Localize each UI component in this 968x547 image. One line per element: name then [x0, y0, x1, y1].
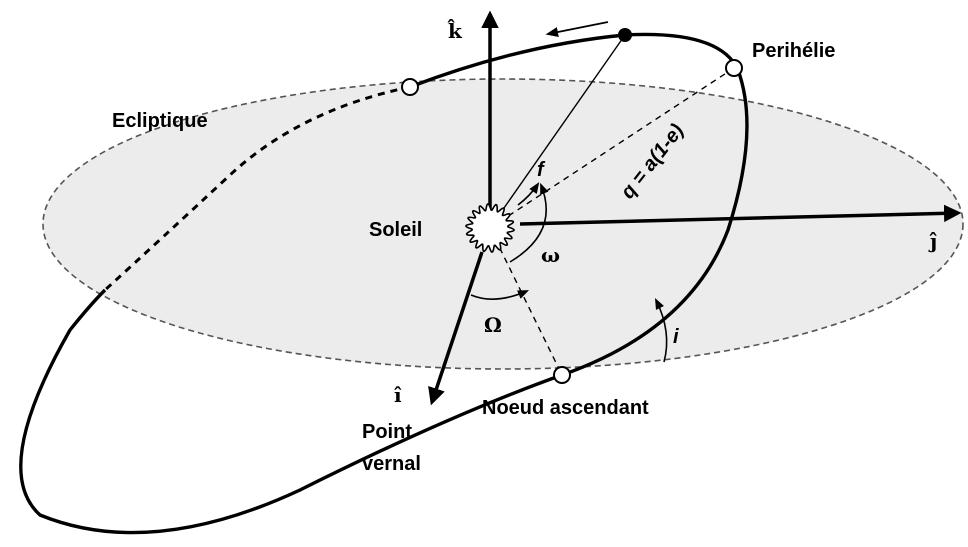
vernal-point-label-line2: vernal	[362, 453, 421, 475]
ascending-node-marker	[553, 366, 571, 384]
j-axis-arrow	[519, 204, 962, 226]
inclination-label: i	[673, 326, 679, 348]
inclination-arc	[654, 297, 668, 363]
line-of-nodes	[489, 227, 563, 376]
perihelion-distance-line	[489, 67, 735, 229]
sun-icon	[465, 203, 515, 253]
descending-node-marker	[401, 78, 419, 96]
sun-label: Soleil	[369, 219, 422, 241]
ascending-node-label: Noeud ascendant	[482, 397, 649, 419]
vernal-point-label-line1: Point	[362, 421, 412, 443]
long-node-arc	[470, 290, 530, 300]
k-axis-label: k̂	[447, 17, 463, 43]
motion-direction-arrow	[545, 21, 609, 37]
i-axis-arrow	[428, 251, 484, 406]
arg-periapsis-arc	[509, 182, 549, 263]
ecliptic-label: Ecliptique	[112, 110, 208, 132]
j-axis-label: ĵ	[928, 229, 937, 253]
arg-periapsis-label: ω	[541, 243, 560, 267]
radius-vector-line	[489, 34, 626, 229]
i-axis-label: î	[394, 383, 402, 407]
planet-marker	[618, 28, 632, 42]
perihelion-label: Perihélie	[752, 40, 835, 62]
true-anomaly-label: f	[537, 159, 546, 181]
true-anomaly-arc	[517, 182, 540, 206]
long-node-label: Ω	[484, 313, 502, 337]
perihelion-marker	[725, 59, 743, 77]
